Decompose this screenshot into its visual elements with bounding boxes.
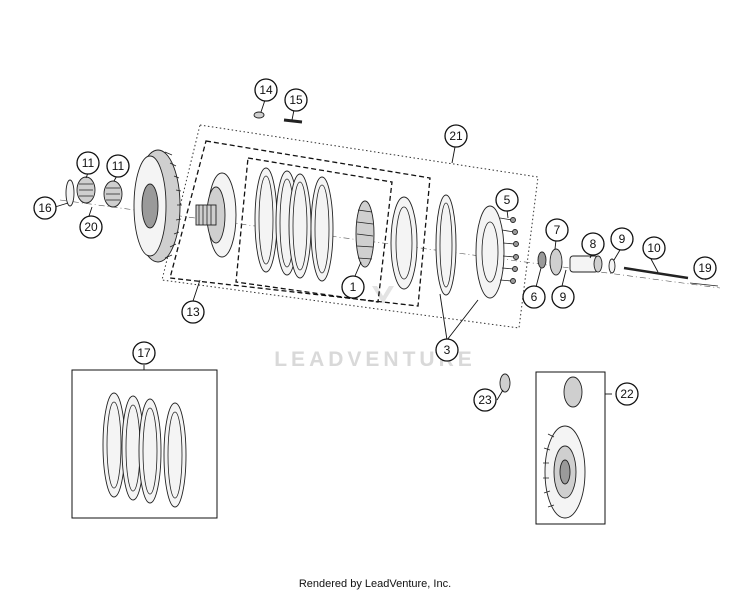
- svg-text:9: 9: [619, 232, 626, 246]
- svg-text:1: 1: [350, 280, 357, 294]
- svg-text:13: 13: [186, 305, 200, 319]
- group-13-boundary: [169, 140, 431, 307]
- svg-text:5: 5: [504, 193, 511, 207]
- clutch-plates: [254, 167, 334, 282]
- svg-text:9: 9: [560, 290, 567, 304]
- callout-22: 22: [615, 382, 639, 406]
- callout-20: 20: [79, 215, 103, 239]
- svg-text:6: 6: [531, 290, 538, 304]
- svg-text:3: 3: [444, 343, 451, 357]
- svg-text:15: 15: [289, 93, 303, 107]
- thin-discs: [435, 194, 457, 296]
- callout-8: 8: [581, 232, 605, 256]
- callout-11a: 11: [76, 151, 100, 175]
- callout-3: 3: [435, 338, 459, 362]
- svg-text:19: 19: [698, 261, 712, 275]
- svg-text:10: 10: [647, 241, 661, 255]
- svg-text:17: 17: [137, 346, 151, 360]
- callout-9a: 9: [610, 227, 634, 251]
- callout-19: 19: [693, 256, 717, 280]
- leader-lines: [54, 96, 707, 401]
- clutch-plate-kit: [102, 392, 187, 508]
- svg-text:21: 21: [449, 129, 463, 143]
- inner-hub: [195, 172, 237, 258]
- pressure-plate-ring: [390, 196, 418, 290]
- render-credit: Rendered by LeadVenture, Inc.: [298, 578, 452, 590]
- callout-16: 16: [33, 196, 57, 220]
- part-23-washer: [499, 373, 511, 393]
- svg-text:22: 22: [620, 387, 634, 401]
- callout-13: 13: [181, 300, 205, 324]
- svg-text:7: 7: [554, 223, 561, 237]
- inner-plates-boundary: [235, 157, 393, 303]
- screws: [253, 111, 303, 124]
- callout-14: 14: [254, 78, 278, 102]
- svg-text:11: 11: [112, 159, 125, 173]
- callout-1: 1: [341, 275, 365, 299]
- callout-7: 7: [545, 218, 569, 242]
- kit-22-box: [535, 371, 606, 525]
- callout-5: 5: [495, 188, 519, 212]
- callout-9b: 9: [551, 285, 575, 309]
- watermark-text: LEADVENTURE: [274, 348, 476, 371]
- release-mechanism-parts: [537, 248, 719, 287]
- callout-10: 10: [642, 236, 666, 260]
- callout-11b: 11: [106, 154, 130, 178]
- svg-text:8: 8: [590, 237, 597, 251]
- svg-text:20: 20: [84, 220, 98, 234]
- watermark-logo-icon: [372, 286, 394, 304]
- spring-washer: [355, 200, 375, 268]
- callout-21: 21: [444, 124, 468, 148]
- svg-text:16: 16: [38, 201, 52, 215]
- callout-6: 6: [522, 285, 546, 309]
- clutch-basket-gear: [133, 149, 182, 263]
- svg-text:11: 11: [82, 156, 95, 170]
- svg-text:23: 23: [478, 393, 492, 407]
- pressure-plate-with-bolts: [475, 205, 519, 299]
- watermark: LEADVENTURE: [274, 286, 476, 371]
- kit-17-box: [71, 369, 218, 519]
- svg-text:14: 14: [259, 83, 273, 97]
- callout-17: 17: [132, 341, 156, 365]
- callout-15: 15: [284, 88, 308, 112]
- gear-kit: [543, 376, 586, 519]
- needle-bearings: [65, 176, 123, 208]
- callout-23: 23: [473, 388, 497, 412]
